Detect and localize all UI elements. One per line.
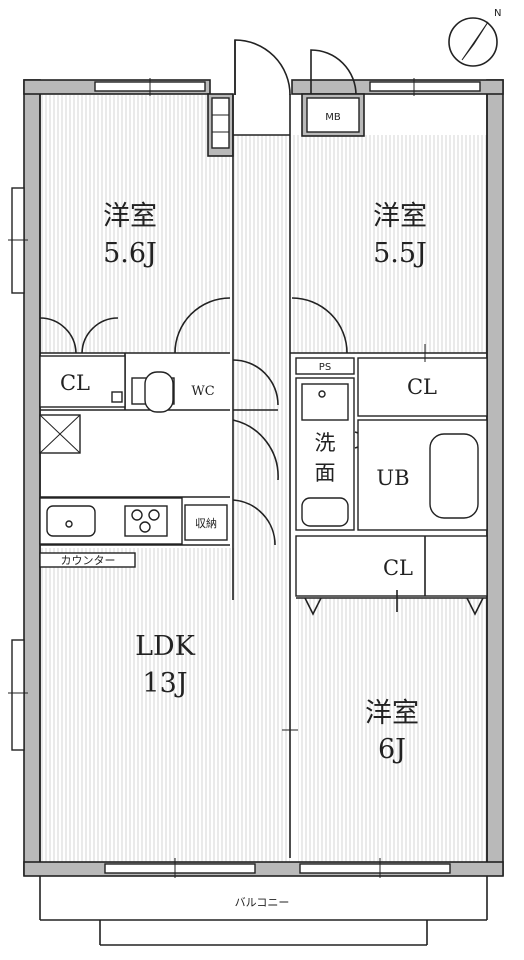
counter-label: カウンター	[61, 554, 116, 567]
room-se-name: 洋室	[365, 698, 419, 729]
room-nw: 洋室 5.6J	[39, 201, 231, 354]
entrance	[207, 39, 357, 858]
room-se-floor	[298, 598, 487, 866]
room-ne: 洋室 5.5J	[290, 201, 487, 354]
room-ne-name: 洋室	[373, 201, 427, 232]
windows	[8, 78, 481, 878]
wc-label: WC	[191, 384, 214, 399]
room-nw-size: 5.6J	[103, 238, 157, 269]
cl-east-label: CL	[407, 375, 437, 399]
washroom-label-2: 面	[315, 461, 336, 485]
room-se: 洋室 6J	[365, 698, 419, 765]
ub-label: UB	[376, 466, 409, 490]
north-compass-label: N	[494, 8, 501, 19]
balcony-label: バルコニー	[235, 896, 290, 909]
north-compass: N	[448, 8, 501, 67]
washroom-label-1: 洗	[315, 431, 336, 455]
ldk: LDK 13J	[135, 631, 298, 731]
ps-label: PS	[319, 362, 331, 373]
balcony: バルコニー	[39, 876, 488, 946]
cl-west-label: CL	[60, 371, 90, 395]
ldk-size: 13J	[142, 668, 187, 699]
storage-label: 収納	[195, 517, 217, 530]
room-nw-floor	[40, 95, 230, 353]
room-se-size: 6J	[378, 734, 406, 765]
kitchen: 収納 カウンター	[39, 414, 279, 568]
cl-south: CL	[295, 535, 488, 616]
ldk-name: LDK	[135, 631, 196, 662]
cl-south-label: CL	[383, 556, 413, 580]
hallway-floor	[234, 135, 290, 595]
mb-label: MB	[325, 112, 341, 123]
room-ne-floor	[292, 135, 487, 353]
room-ne-size: 5.5J	[373, 238, 427, 269]
ldk-floor	[40, 548, 290, 866]
cl-west-wc: CL WC	[39, 353, 279, 413]
wet-area: PS CL 洗 面 UB	[295, 344, 488, 531]
room-nw-name: 洋室	[103, 201, 157, 232]
mb-box: MB	[301, 93, 365, 137]
